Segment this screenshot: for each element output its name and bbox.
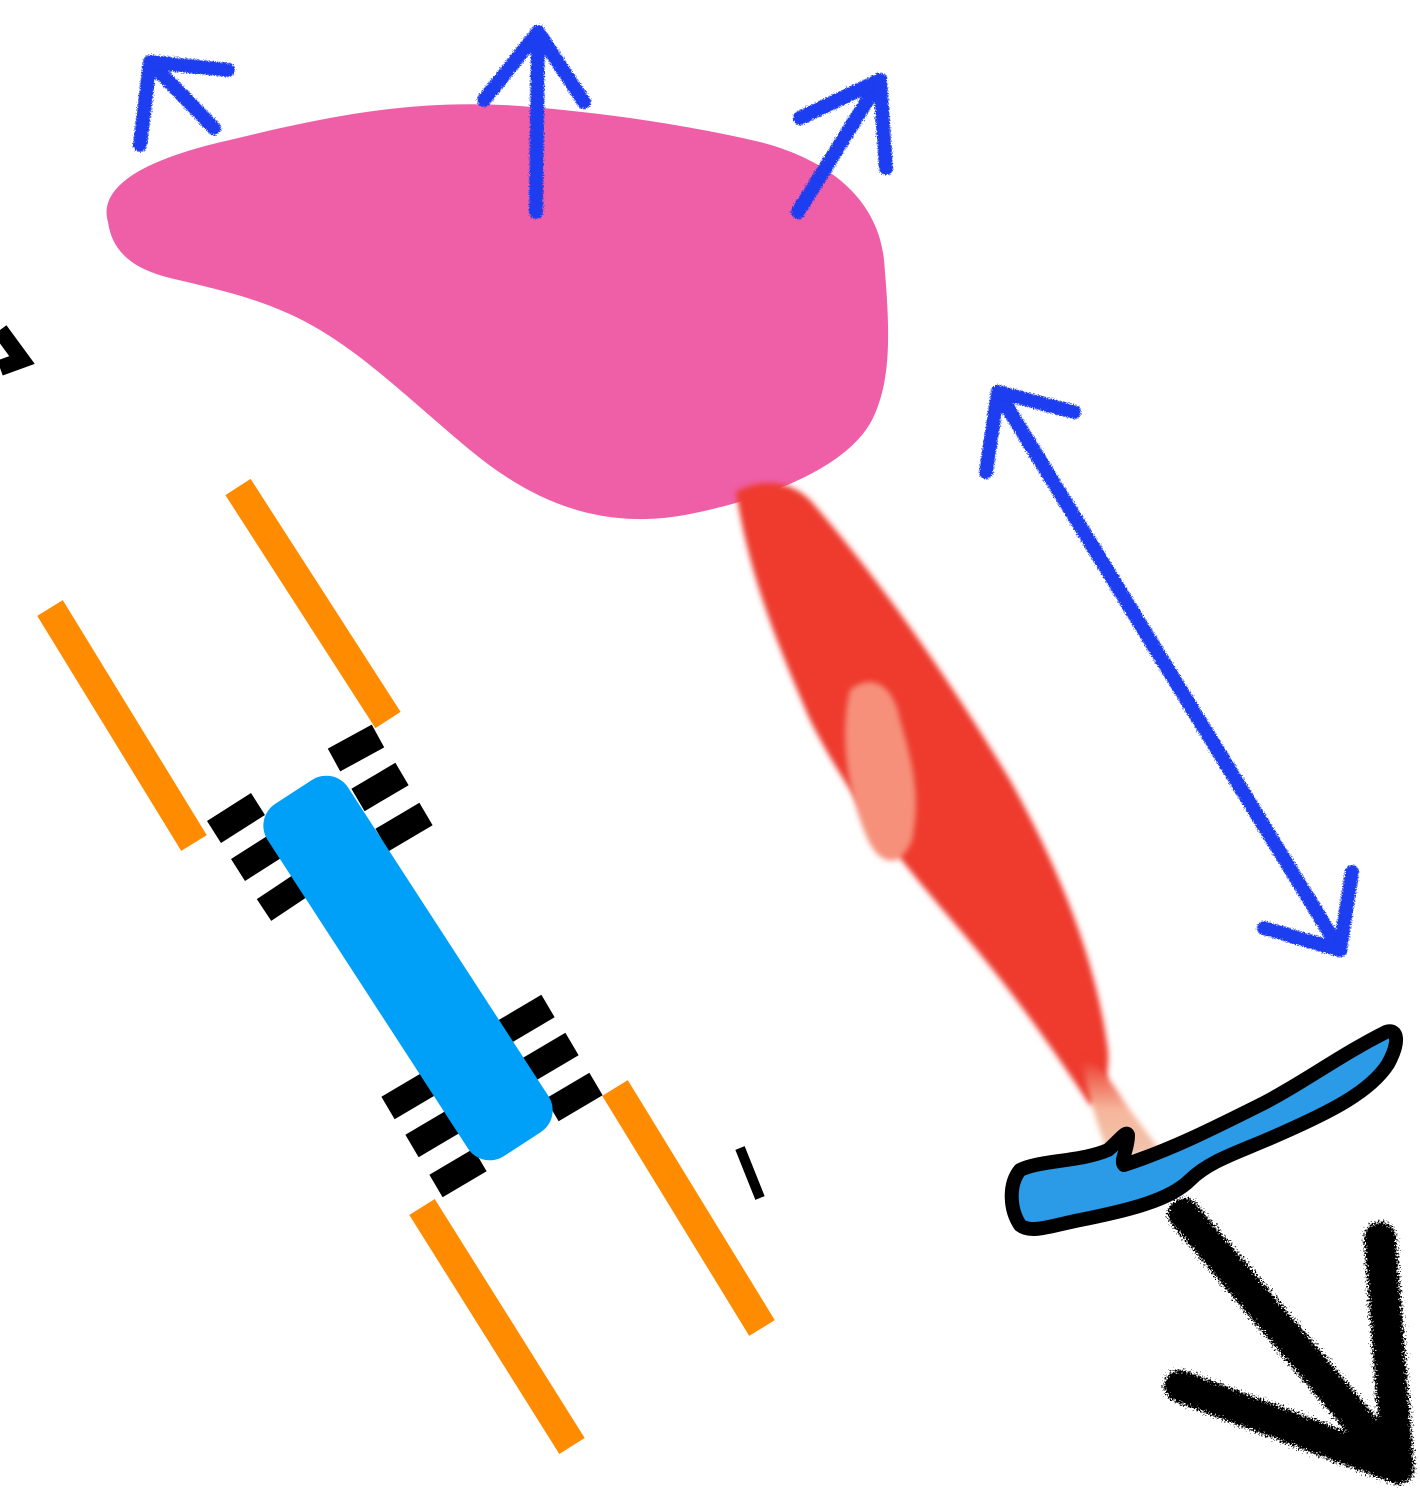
expansion-arrow-left (140, 62, 228, 145)
orange-bar (422, 1207, 572, 1446)
orange-bar (615, 1088, 762, 1328)
black-tick (740, 1148, 760, 1198)
orange-bar (50, 608, 194, 843)
orange-bar (238, 487, 388, 720)
left-edge-chevron (0, 330, 22, 368)
muscle-shape (736, 483, 1108, 1105)
filament-assembly (50, 487, 762, 1446)
black-arrow (1180, 1214, 1398, 1468)
pink-blob (107, 104, 889, 519)
